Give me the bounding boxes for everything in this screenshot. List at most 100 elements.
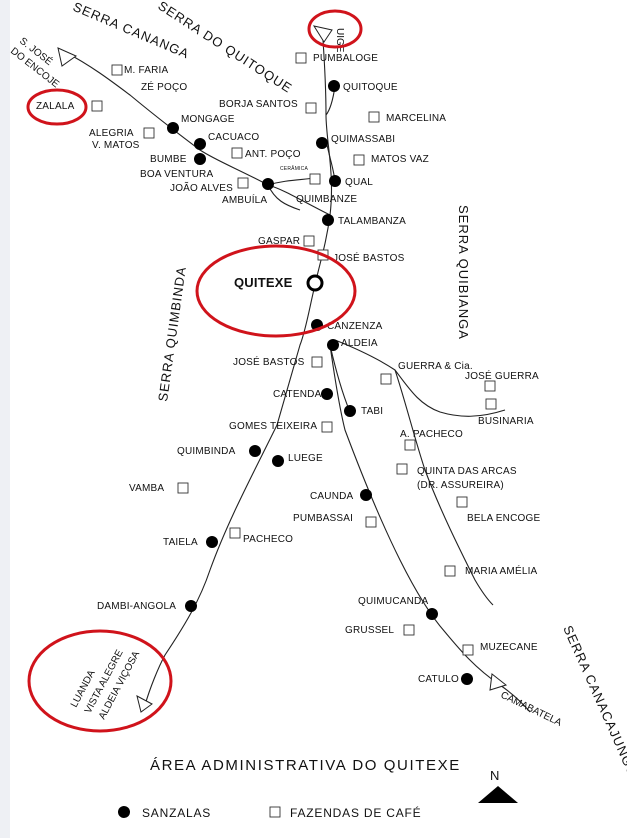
- fazenda-alegria: [143, 127, 155, 139]
- route-camabatela: CAMABATELA: [499, 690, 564, 729]
- label-mongage: MONGAGE: [181, 114, 235, 125]
- label-marcelina: MARCELINA: [386, 113, 446, 124]
- arrow-uige: [312, 25, 333, 43]
- fazenda-borja-santos: [305, 102, 317, 114]
- label-cacuaco: CACUACO: [208, 132, 259, 143]
- label-catulo: CATULO: [418, 674, 459, 685]
- sanzala-ambuila: [262, 178, 274, 190]
- highlight-quitexe: [195, 244, 357, 338]
- sanzala-mongage: [167, 122, 179, 134]
- label-canzenza: CANZENZA: [327, 321, 383, 332]
- road-network: [64, 39, 531, 713]
- label-jose-bastos-s: JOSÉ BASTOS: [233, 355, 305, 368]
- sanzala-caunda: [360, 489, 372, 501]
- serra-quibianga: SERRA QUIBIANGA: [456, 205, 471, 340]
- fazenda-bela-encoge: [456, 496, 468, 508]
- label-muzecane: MUZECANE: [480, 642, 538, 653]
- label-zalala: ZALALA: [36, 101, 75, 112]
- label-pacheco: PACHECO: [243, 534, 293, 545]
- label-jose-guerra: JOSÉ GUERRA: [465, 369, 539, 382]
- label-ze-poco: ZÉ POÇO: [141, 80, 187, 93]
- label-guerra-cia: GUERRA & Cia.: [398, 361, 473, 372]
- serra-labels: SERRA CANANGA SERRA DO QUITOQUE SERRA QU…: [71, 0, 627, 788]
- label-bumbe: BUMBE: [150, 154, 187, 165]
- sanzalas: [167, 80, 473, 685]
- label-grussel: GRUSSEL: [345, 625, 394, 636]
- label-m-faria: M. FARIA: [124, 65, 169, 76]
- label-borja-santos: BORJA SANTOS: [219, 99, 298, 110]
- fazenda-zalala: [91, 100, 103, 112]
- label-a-pacheco: A. PACHECO: [400, 429, 463, 440]
- sanzala-cacuaco: [194, 138, 206, 150]
- fazenda-gomes-teixeira: [321, 421, 333, 433]
- sanzala-qual: [329, 175, 341, 187]
- fazenda-quinta-arcas: [396, 463, 408, 475]
- fazenda-pumbaloge: [295, 52, 307, 64]
- sanzala-tabi: [344, 405, 356, 417]
- sanzala-aldeia: [327, 339, 339, 351]
- label-gaspar: GASPAR: [258, 236, 300, 247]
- label-jose-bastos-n: JOSÉ BASTOS: [333, 251, 405, 264]
- fazenda-ant-poco: [231, 147, 243, 159]
- label-vamba: VAMBA: [129, 483, 164, 494]
- sanzala-taiela: [206, 536, 218, 548]
- road-ambuila: [267, 177, 316, 186]
- label-maria-amelia: MARIA AMÉLIA: [465, 564, 538, 577]
- label-quitexe: QUITEXE: [234, 275, 293, 290]
- label-talambanza: TALAMBANZA: [338, 216, 406, 227]
- north-triangle: [478, 786, 518, 803]
- highlight-zalala: [26, 88, 88, 126]
- route-arrows: [57, 25, 508, 713]
- road-southeast: [329, 344, 531, 713]
- fazenda-gaspar: [303, 235, 315, 247]
- sanzala-bumbe: [194, 153, 206, 165]
- sanzala-quimbinda: [249, 445, 261, 457]
- fazenda-pacheco: [229, 527, 241, 539]
- road-east-businaria: [394, 369, 494, 606]
- north-arrow: N: [478, 768, 518, 803]
- road-main: [144, 39, 333, 706]
- label-quimucanda: QUIMUCANDA: [358, 596, 428, 607]
- place-labels: ZALALA M. FARIA ZÉ POÇO ALEGRIA V. MATOS…: [36, 53, 540, 685]
- label-quimbanze: QUIMBANZE: [296, 194, 357, 205]
- fazenda-maria-amelia: [444, 565, 456, 577]
- label-ant-poco: ANT. POÇO: [245, 149, 301, 160]
- legend-sanzalas: SANZALAS: [142, 806, 211, 820]
- label-quinta-2: (DR. ASSUREIRA): [417, 480, 504, 491]
- fazenda-muzecane: [462, 644, 474, 656]
- sanzala-quimassabi: [316, 137, 328, 149]
- label-quitoque: QUITOQUE: [343, 82, 398, 93]
- sanzala-talambanza: [322, 214, 334, 226]
- highlight-luanda: [27, 629, 173, 733]
- sanzala-luege: [272, 455, 284, 467]
- legend: SANZALAS FAZENDAS DE CAFÉ: [118, 805, 422, 820]
- fazenda-marcelina: [368, 111, 380, 123]
- legend-dot-icon: [118, 806, 130, 818]
- sanzala-catulo: [461, 673, 473, 685]
- label-tabi: TABI: [361, 406, 383, 417]
- arrow-camabatela: [489, 673, 508, 691]
- label-qual: QUAL: [345, 177, 373, 188]
- fazenda-joao-alves: [237, 177, 249, 189]
- label-ceramica: CERÂMICA: [280, 165, 308, 172]
- arrow-sjose: [57, 47, 78, 67]
- sanzala-quitoque: [328, 80, 340, 92]
- sanzala-catenda: [321, 388, 333, 400]
- serra-quimbinda: SERRA QUIMBINDA: [155, 265, 189, 402]
- label-luege: LUEGE: [288, 453, 323, 464]
- road-tabi: [329, 344, 351, 413]
- highlight-uige: [307, 9, 363, 49]
- north-label: N: [490, 768, 499, 783]
- map-title: ÁREA ADMINISTRATIVA DO QUITEXE: [150, 757, 461, 774]
- serra-canacajungue: SERRA CANACAJUNGUE: [560, 623, 627, 787]
- label-alegria-2: V. MATOS: [92, 140, 140, 151]
- legend-fazendas: FAZENDAS DE CAFÉ: [290, 805, 422, 820]
- fazenda-pumbassai: [365, 516, 377, 528]
- highlight-circles: [26, 9, 363, 733]
- arrow-luanda: [136, 695, 153, 713]
- scan-edge: [0, 0, 10, 838]
- label-catenda: CATENDA: [273, 389, 322, 400]
- quitexe-marker: [306, 274, 324, 292]
- route-uige: UIGE: [334, 28, 345, 53]
